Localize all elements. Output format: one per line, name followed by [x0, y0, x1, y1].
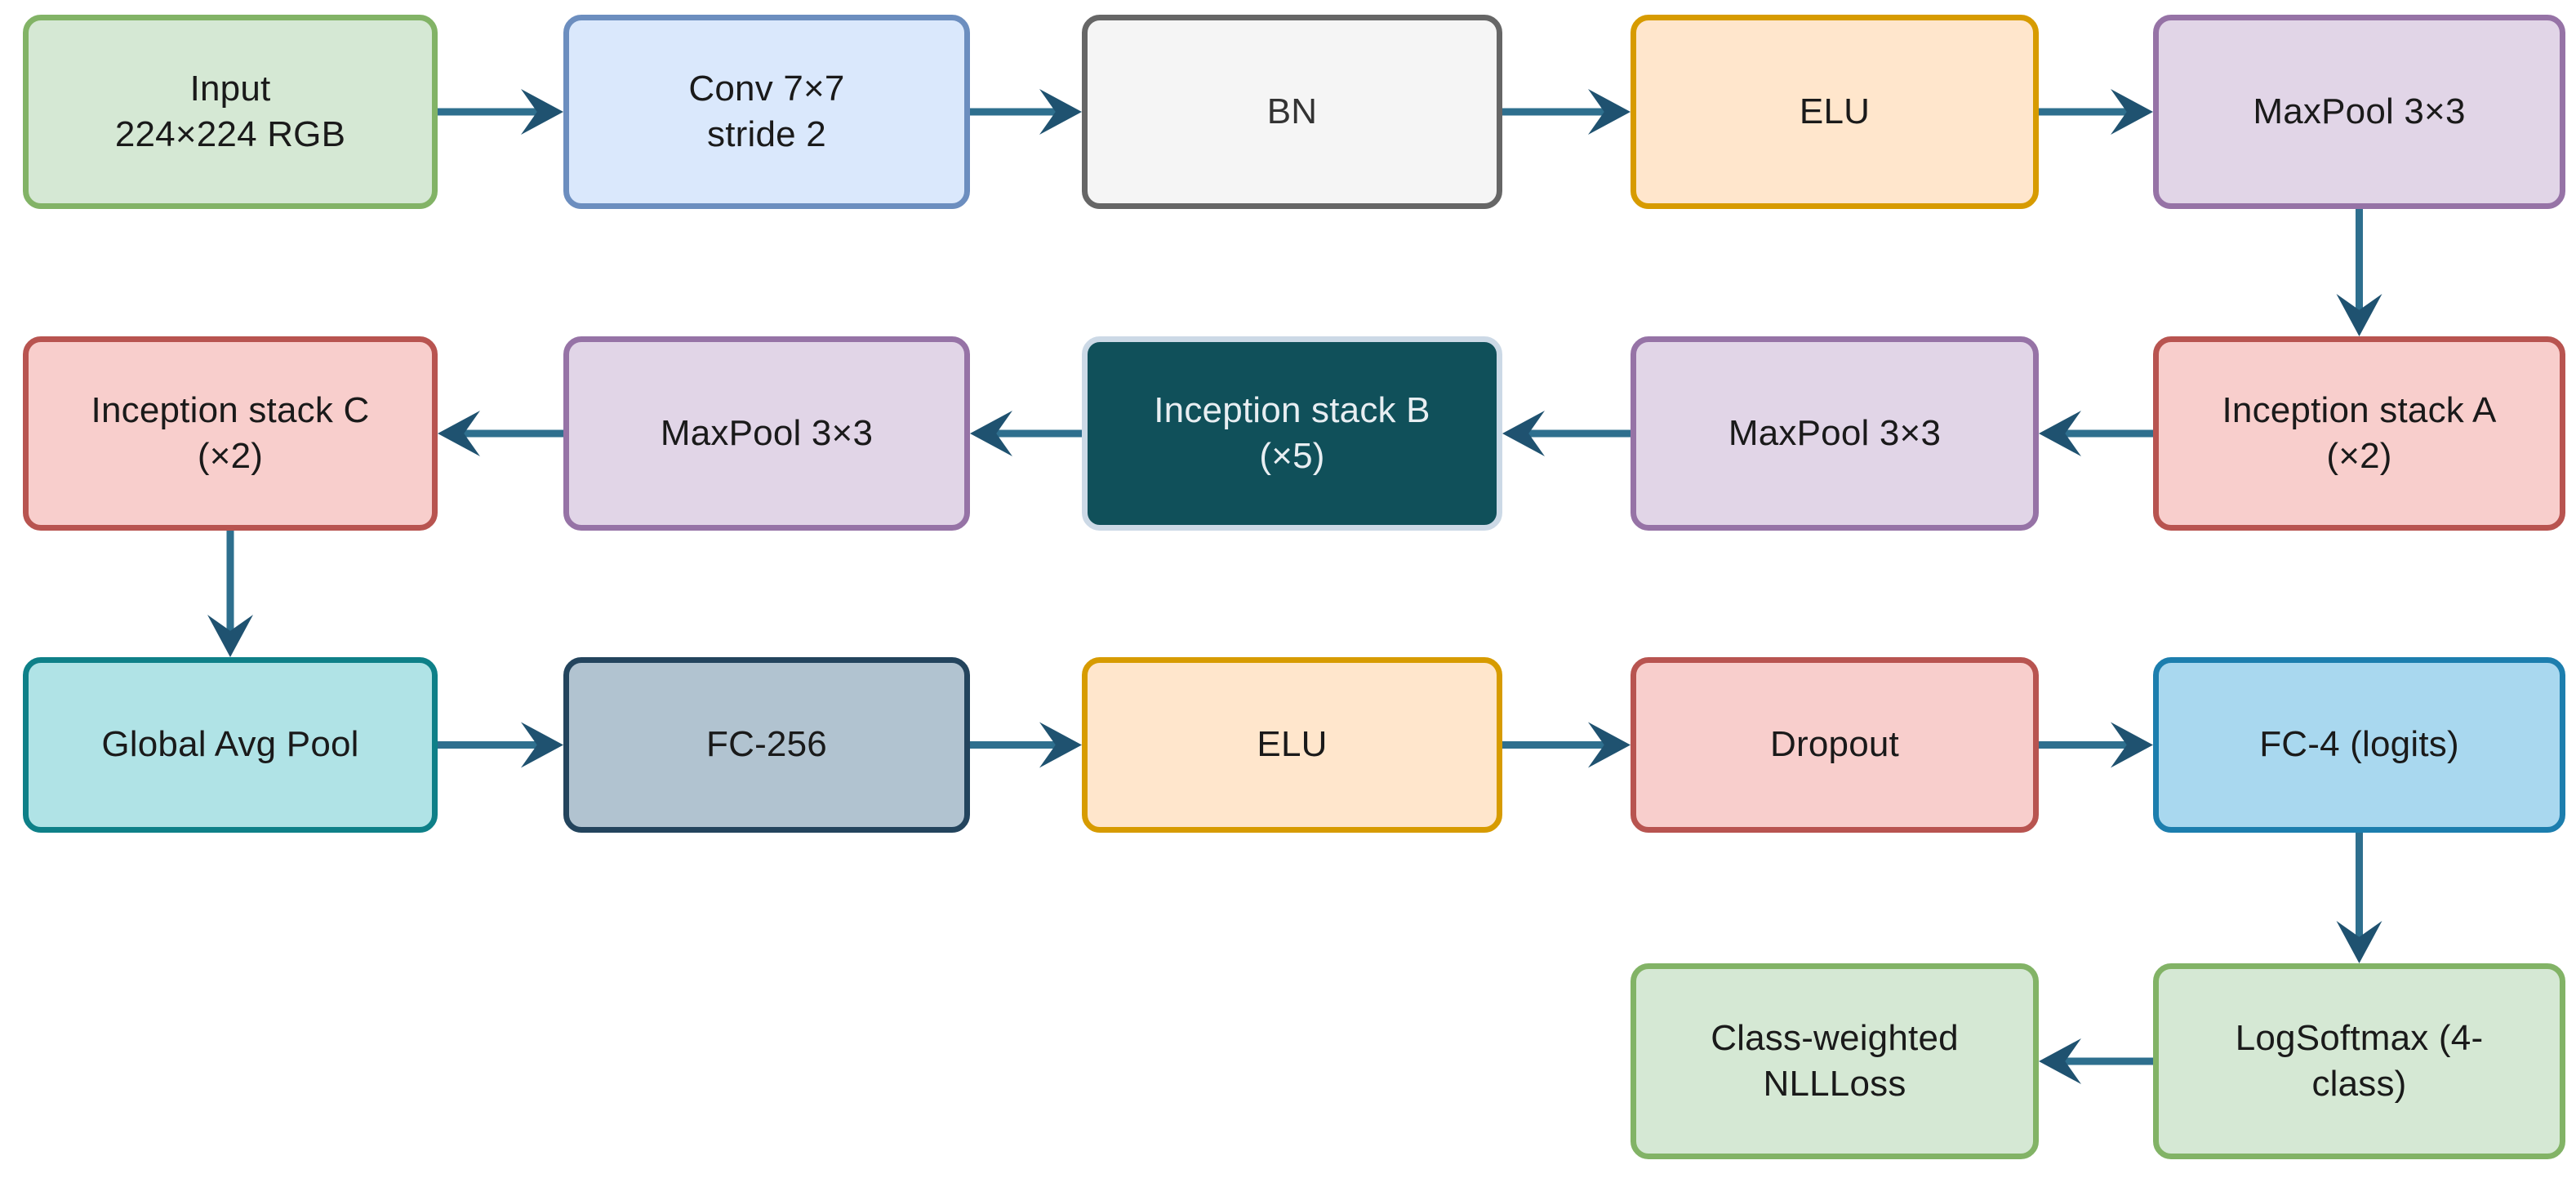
node-label: LogSoftmax (4-: [2235, 1017, 2484, 1058]
node-label-line2: (×2): [2326, 436, 2392, 476]
node-label: FC-4 (logits): [2259, 724, 2459, 765]
node-conv7x7[interactable]: Conv 7×7 stride 2: [563, 15, 970, 209]
node-input[interactable]: Input 224×224 RGB: [23, 15, 438, 209]
node-label: MaxPool 3×3: [660, 412, 874, 453]
edge-gap-to-fc256: [438, 722, 563, 768]
edge-inception-a-to-maxpool3: [2039, 411, 2153, 456]
edge-bn-to-elu1: [1502, 89, 1631, 135]
node-label: ELU: [1257, 724, 1328, 765]
node-label: MaxPool 3×3: [2253, 91, 2466, 131]
node-label-line2: (×5): [1259, 436, 1325, 476]
node-label-line2: (×2): [197, 436, 264, 476]
node-label-line2: NLLLoss: [1763, 1064, 1906, 1104]
node-label: Inception stack A: [2222, 389, 2497, 430]
node-logsoftmax[interactable]: LogSoftmax (4- class): [2153, 963, 2565, 1159]
node-elu1[interactable]: ELU: [1631, 15, 2039, 209]
node-maxpool2[interactable]: MaxPool 3×3: [563, 336, 970, 531]
node-label: ELU: [1799, 91, 1871, 131]
node-label: Inception stack B: [1154, 389, 1430, 430]
node-label: Input: [189, 68, 271, 109]
node-label: Conv 7×7: [688, 68, 845, 109]
edge-maxpool1-to-inception-a: [2336, 209, 2382, 336]
edge-maxpool3-to-inception-b: [1502, 411, 1631, 456]
node-bn[interactable]: BN: [1082, 15, 1502, 209]
edge-inception-b-to-maxpool2: [970, 411, 1082, 456]
edge-elu1-to-maxpool1: [2039, 89, 2153, 135]
node-elu2[interactable]: ELU: [1082, 657, 1502, 833]
edge-fc4-to-logsoftmax: [2336, 833, 2382, 963]
node-maxpool3[interactable]: MaxPool 3×3: [1631, 336, 2039, 531]
node-label: FC-256: [706, 724, 827, 765]
node-label-line2: stride 2: [707, 114, 826, 154]
node-label: Dropout: [1770, 724, 1899, 765]
node-label: BN: [1266, 91, 1318, 131]
node-label-line2: 224×224 RGB: [114, 114, 346, 154]
edge-conv-to-bn: [970, 89, 1082, 135]
edge-input-to-conv: [438, 89, 563, 135]
node-fc4[interactable]: FC-4 (logits): [2153, 657, 2565, 833]
node-label-line2: class): [2311, 1064, 2407, 1104]
node-label: MaxPool 3×3: [1728, 412, 1942, 453]
node-gap[interactable]: Global Avg Pool: [23, 657, 438, 833]
node-label: Inception stack C: [91, 389, 370, 430]
node-dropout[interactable]: Dropout: [1631, 657, 2039, 833]
edge-logsoftmax-to-nllloss: [2039, 1038, 2153, 1084]
edge-elu2-to-dropout: [1502, 722, 1631, 768]
node-label: Class-weighted: [1711, 1017, 1959, 1058]
edge-inception-c-to-gap: [207, 531, 253, 657]
node-inception_b[interactable]: Inception stack B (×5): [1082, 336, 1502, 531]
edge-fc256-to-elu2: [970, 722, 1082, 768]
node-inception_a[interactable]: Inception stack A (×2): [2153, 336, 2565, 531]
edge-dropout-to-fc4: [2039, 722, 2153, 768]
node-maxpool1[interactable]: MaxPool 3×3: [2153, 15, 2565, 209]
edge-maxpool2-to-inception-c: [438, 411, 563, 456]
node-fc256[interactable]: FC-256: [563, 657, 970, 833]
node-label: Global Avg Pool: [101, 724, 359, 765]
node-inception_c[interactable]: Inception stack C (×2): [23, 336, 438, 531]
